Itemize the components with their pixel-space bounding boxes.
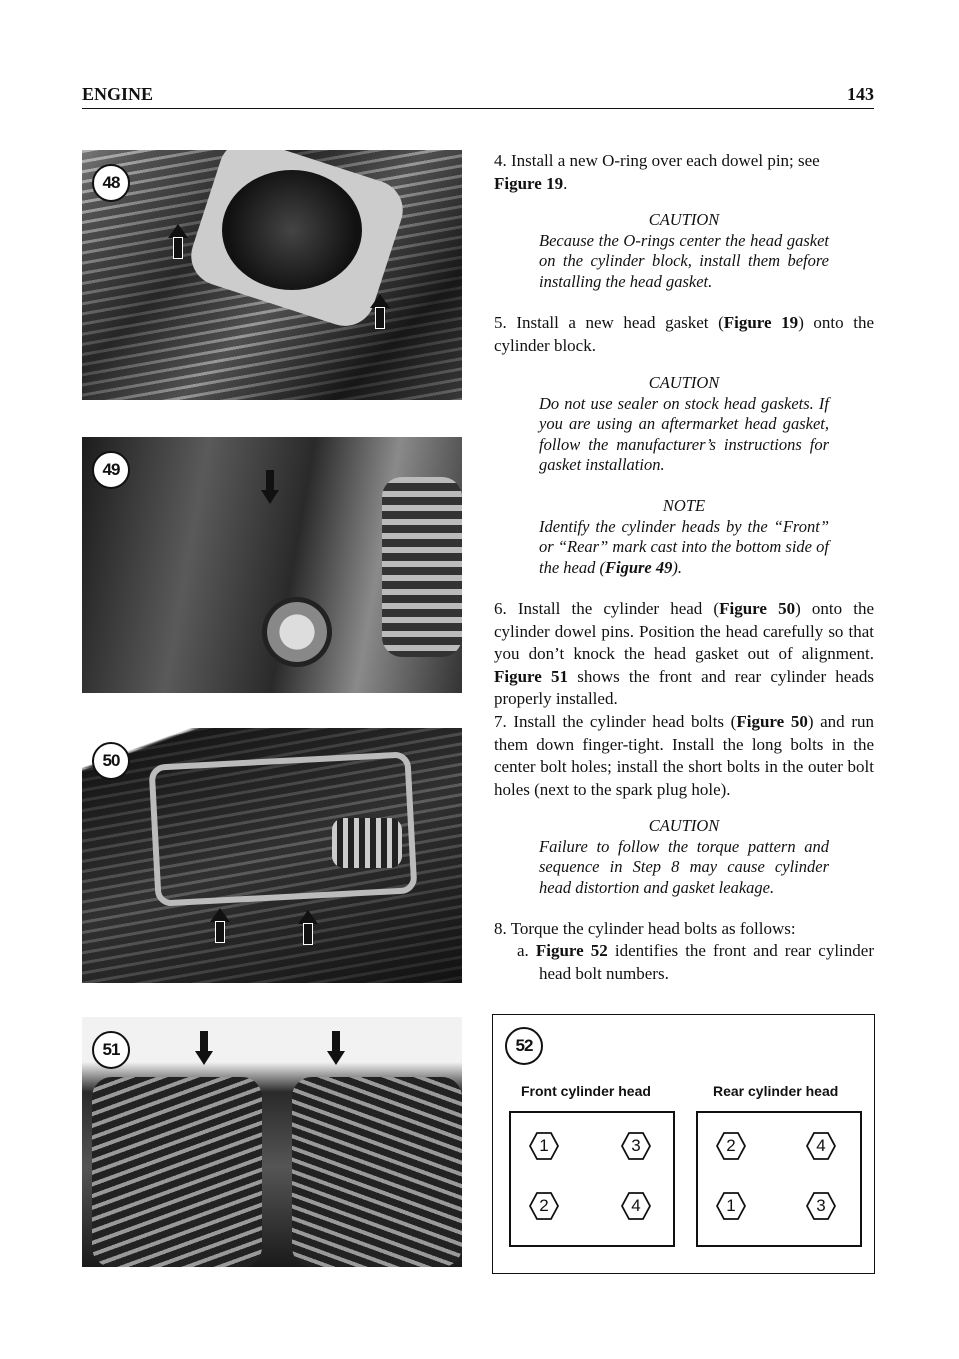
bolt-number: 2 bbox=[726, 1136, 736, 1155]
arrow-down-icon bbox=[261, 470, 279, 504]
step-text: 4. Install a new O-ring over each dowel … bbox=[494, 151, 820, 170]
caution-block: CAUTION Failure to follow the torque pat… bbox=[539, 816, 829, 898]
rear-cylinder-head-box: 2 4 1 3 bbox=[696, 1111, 862, 1247]
bolt-number: 2 bbox=[539, 1196, 549, 1215]
page-number: 143 bbox=[847, 84, 874, 104]
figure-number-badge: 48 bbox=[92, 164, 130, 202]
bolt-hex: 4 bbox=[806, 1131, 836, 1161]
note-body: ). bbox=[672, 557, 682, 577]
figure-ref: Figure 49 bbox=[604, 557, 673, 577]
caution-title: CAUTION bbox=[648, 210, 720, 229]
arrow-up-icon bbox=[210, 908, 230, 943]
step-text: 5. Install a new head gasket ( bbox=[494, 313, 724, 332]
caution-body: Do not use sealer on stock head gaskets.… bbox=[539, 393, 829, 475]
figure-number-badge: 52 bbox=[505, 1027, 543, 1065]
rear-cylinder-label: Rear cylinder head bbox=[713, 1083, 839, 1099]
bolt-number: 4 bbox=[816, 1136, 826, 1155]
arrow-down-icon bbox=[327, 1031, 345, 1065]
step-5: 5. Install a new head gasket (Figure 19)… bbox=[494, 312, 874, 357]
bolt-number: 1 bbox=[726, 1196, 736, 1215]
front-cylinder-head-box: 1 3 2 4 bbox=[509, 1111, 675, 1247]
bolt-hex: 1 bbox=[716, 1191, 746, 1221]
bolt-hex: 2 bbox=[529, 1191, 559, 1221]
arrow-up-icon bbox=[370, 294, 390, 329]
step-text: . bbox=[563, 173, 568, 193]
caution-title: CAUTION bbox=[648, 373, 720, 392]
bolt-number: 1 bbox=[539, 1136, 549, 1155]
bolt-hole bbox=[262, 597, 332, 667]
cylinder-bore bbox=[222, 170, 362, 290]
figure-ref: Figure 19 bbox=[723, 313, 799, 332]
figure-ref: Figure 52 bbox=[535, 941, 608, 960]
figure-51-photo: 51 bbox=[82, 1017, 462, 1267]
figure-number-badge: 51 bbox=[92, 1031, 130, 1069]
bolt-hex: 4 bbox=[621, 1191, 651, 1221]
caution-block: CAUTION Because the O-rings center the h… bbox=[539, 210, 829, 292]
figure-50-photo: 50 bbox=[82, 728, 462, 983]
figure-52-diagram: 52 Front cylinder head Rear cylinder hea… bbox=[492, 1014, 875, 1274]
arrow-up-icon bbox=[298, 910, 318, 945]
section-title: ENGINE bbox=[82, 84, 154, 104]
step-text: shows the front and rear cylinder heads … bbox=[494, 666, 874, 709]
bolt-number: 3 bbox=[631, 1136, 641, 1155]
step-text: identifies the front and rear cylinder h… bbox=[539, 941, 874, 983]
step-text: a. bbox=[517, 941, 536, 960]
step-text: ) onto the cylinder dowel pins. Position… bbox=[494, 599, 875, 663]
figure-number-badge: 50 bbox=[92, 742, 130, 780]
step-text: 8. Torque the cylinder head bolts as fol… bbox=[494, 919, 796, 938]
figure-ref: Figure 51 bbox=[494, 666, 569, 686]
bolt-hex: 2 bbox=[716, 1131, 746, 1161]
bolt-hex: 1 bbox=[529, 1131, 559, 1161]
caution-body: Because the O-rings center the head gask… bbox=[539, 230, 829, 291]
bolt-hex: 3 bbox=[806, 1191, 836, 1221]
step-7: 7. Install the cylinder head bolts (Figu… bbox=[494, 711, 874, 801]
figure-48-photo: 48 bbox=[82, 150, 462, 400]
figure-ref: Figure 50 bbox=[736, 712, 808, 731]
bolt-number: 3 bbox=[816, 1196, 826, 1215]
step-text: 6. Install the cylinder head ( bbox=[494, 599, 720, 618]
rear-cylinder-head bbox=[292, 1077, 462, 1267]
step-6: 6. Install the cylinder head (Figure 50)… bbox=[494, 598, 874, 711]
valve-spring bbox=[382, 477, 462, 657]
page-header: ENGINE 143 bbox=[82, 84, 874, 109]
note-title: NOTE bbox=[662, 496, 706, 515]
front-cylinder-head bbox=[92, 1077, 262, 1267]
caution-block: CAUTION Do not use sealer on stock head … bbox=[539, 373, 829, 476]
step-4: 4. Install a new O-ring over each dowel … bbox=[494, 150, 874, 195]
caution-title: CAUTION bbox=[648, 816, 720, 835]
bolt-number: 4 bbox=[631, 1196, 641, 1215]
valve-spring bbox=[332, 818, 402, 868]
note-body: Identify the cylinder heads by the “Fron… bbox=[539, 516, 829, 577]
arrow-up-icon bbox=[168, 224, 188, 259]
step-text: ) onto the cylinder block. bbox=[494, 313, 874, 355]
figure-ref: Figure 19 bbox=[494, 173, 564, 193]
step-8: 8. Torque the cylinder head bolts as fol… bbox=[494, 918, 874, 941]
note-block: NOTE Identify the cylinder heads by the … bbox=[539, 496, 829, 578]
caution-body: Failure to follow the torque pattern and… bbox=[539, 836, 829, 897]
figure-49-photo: 49 bbox=[82, 437, 462, 693]
step-8a: a. Figure 52 identifies the front and re… bbox=[517, 940, 874, 985]
figure-number-badge: 49 bbox=[92, 451, 130, 489]
step-text: 7. Install the cylinder head bolts ( bbox=[494, 712, 737, 731]
step-text: ) and run them down finger-tight. Instal… bbox=[494, 712, 874, 799]
figure-ref: Figure 50 bbox=[719, 599, 796, 618]
bolt-hex: 3 bbox=[621, 1131, 651, 1161]
front-cylinder-label: Front cylinder head bbox=[521, 1083, 651, 1099]
arrow-down-icon bbox=[195, 1031, 213, 1065]
